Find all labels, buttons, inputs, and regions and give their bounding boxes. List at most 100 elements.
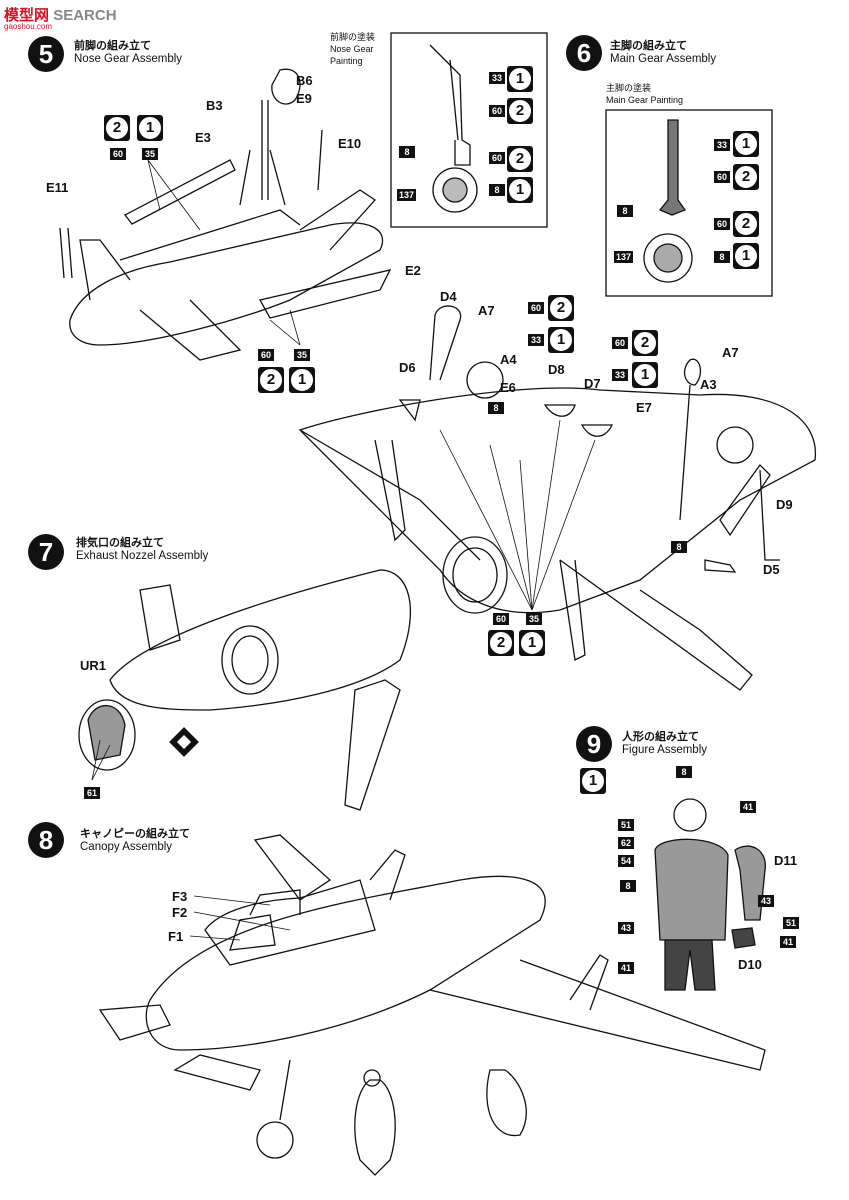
paint-code-8: 8 — [488, 402, 504, 414]
paint-code-137: 137 — [614, 251, 634, 263]
color-badge-2: 2 — [733, 164, 759, 190]
watermark-sub: gaoshou.com — [4, 22, 53, 31]
color-badge-2: 2 — [258, 367, 284, 393]
part-label-d10: D10 — [738, 957, 762, 972]
paint-code-8: 8 — [489, 184, 505, 196]
part-label-d4: D4 — [440, 289, 457, 304]
paint-code-8: 8 — [399, 146, 415, 158]
main-gear-leg-drawing — [643, 119, 693, 283]
paint-code-33: 33 — [489, 72, 505, 84]
paint-code-35: 35 — [142, 148, 158, 160]
nose-painting-en2: Painting — [330, 56, 363, 66]
paint-code-8: 8 — [617, 205, 633, 217]
step-7-title-jp: 排気口の組み立て — [76, 537, 164, 549]
paint-code-41: 41 — [780, 936, 796, 948]
figure-drawing — [654, 798, 766, 991]
nose-painting-jp: 前脚の塗装 — [330, 32, 376, 42]
canopy-aircraft-drawing — [98, 834, 766, 1176]
step-9-number: 9 — [576, 726, 612, 762]
nose-gear-leg-drawing — [429, 44, 478, 213]
leader-lines — [91, 159, 596, 941]
part-label-a7: A7 — [478, 303, 495, 318]
nose-painting-en1: Nose Gear — [330, 44, 374, 54]
part-label-d6: D6 — [399, 360, 416, 375]
part-label-e11: E11 — [46, 180, 69, 195]
part-label-d11: D11 — [774, 853, 798, 868]
part-label-f1: F1 — [168, 929, 184, 944]
part-label-ur1: UR1 — [80, 658, 107, 673]
part-label-f3: F3 — [172, 889, 188, 904]
part-label-b3: B3 — [206, 98, 223, 113]
watermark-brand: 模型网 SEARCH — [4, 7, 117, 24]
paint-code-60: 60 — [489, 105, 505, 117]
color-badge-1: 1 — [580, 768, 606, 794]
part-label-d9: D9 — [776, 497, 793, 512]
paint-code-54: 54 — [618, 855, 634, 867]
part-label-e10: E10 — [338, 136, 362, 151]
paint-code-62: 62 — [618, 837, 634, 849]
step-8-title-en: Canopy Assembly — [80, 841, 173, 853]
part-label-e6: E6 — [500, 380, 516, 395]
color-badge-1: 1 — [548, 327, 574, 353]
color-badge-1: 1 — [507, 66, 533, 92]
step-6-title-jp: 主脚の組み立て — [610, 40, 687, 52]
part-label-f2: F2 — [172, 905, 188, 920]
main-painting-jp: 主脚の塗装 — [606, 83, 652, 93]
color-badge-2: 2 — [488, 630, 514, 656]
paint-code-35: 35 — [294, 349, 310, 361]
paint-code-60: 60 — [493, 613, 509, 625]
paint-code-8: 8 — [676, 766, 692, 778]
color-badge-1: 1 — [507, 177, 533, 203]
color-badge-1: 1 — [289, 367, 315, 393]
nose-fuselage-drawing — [59, 68, 392, 361]
step-9-title-en: Figure Assembly — [622, 744, 708, 756]
part-label-e3: E3 — [195, 130, 211, 145]
color-badge-2: 2 — [548, 295, 574, 321]
color-badge-1: 1 — [519, 630, 545, 656]
color-badge-2: 2 — [507, 146, 533, 172]
step-6-title-en: Main Gear Assembly — [610, 53, 717, 65]
paint-code-41: 41 — [618, 962, 634, 974]
paint-code-8: 8 — [620, 880, 636, 892]
paint-code-43: 43 — [758, 895, 774, 907]
part-label-a3: A3 — [700, 377, 717, 392]
paint-code-60: 60 — [528, 302, 544, 314]
part-label-b6: B6 — [296, 73, 313, 88]
step-7-number: 7 — [28, 534, 64, 570]
part-label-d7: D7 — [584, 376, 601, 391]
color-badge-1: 1 — [632, 362, 658, 388]
part-label-e9: E9 — [296, 91, 312, 106]
paint-code-137: 137 — [397, 189, 417, 201]
paint-code-60: 60 — [110, 148, 126, 160]
paint-code-51: 51 — [618, 819, 634, 831]
paint-code-41: 41 — [740, 801, 756, 813]
paint-code-60: 60 — [258, 349, 274, 361]
color-badge-1: 1 — [733, 243, 759, 269]
exhaust-drawing — [78, 569, 412, 811]
color-badge-1: 1 — [137, 115, 163, 141]
part-label-a4: A4 — [500, 352, 517, 367]
paint-code-35: 35 — [526, 613, 542, 625]
part-label-d5: D5 — [763, 562, 780, 577]
step-6-number: 6 — [566, 35, 602, 71]
paint-code-33: 33 — [714, 139, 730, 151]
color-badge-2: 2 — [733, 211, 759, 237]
step-5-title-en: Nose Gear Assembly — [74, 53, 183, 65]
paint-code-33: 33 — [528, 334, 544, 346]
main-painting-en: Main Gear Painting — [606, 95, 684, 105]
paint-code-60: 60 — [612, 337, 628, 349]
step-7-title-en: Exhaust Nozzel Assembly — [76, 550, 209, 562]
paint-code-60: 60 — [714, 171, 730, 183]
step-9-title-jp: 人形の組み立て — [622, 731, 699, 743]
main-fuselage-drawing — [298, 305, 817, 691]
paint-code-60: 60 — [714, 218, 730, 230]
color-badge-2: 2 — [507, 98, 533, 124]
step-5-number: 5 — [28, 36, 64, 72]
paint-code-51: 51 — [783, 917, 799, 929]
color-badge-1: 1 — [733, 131, 759, 157]
part-label-e2: E2 — [405, 263, 421, 278]
paint-code-61: 61 — [84, 787, 100, 799]
step-8-title-jp: キャノピーの組み立て — [80, 828, 190, 840]
part-label-a7: A7 — [722, 345, 739, 360]
paint-code-33: 33 — [612, 369, 628, 381]
